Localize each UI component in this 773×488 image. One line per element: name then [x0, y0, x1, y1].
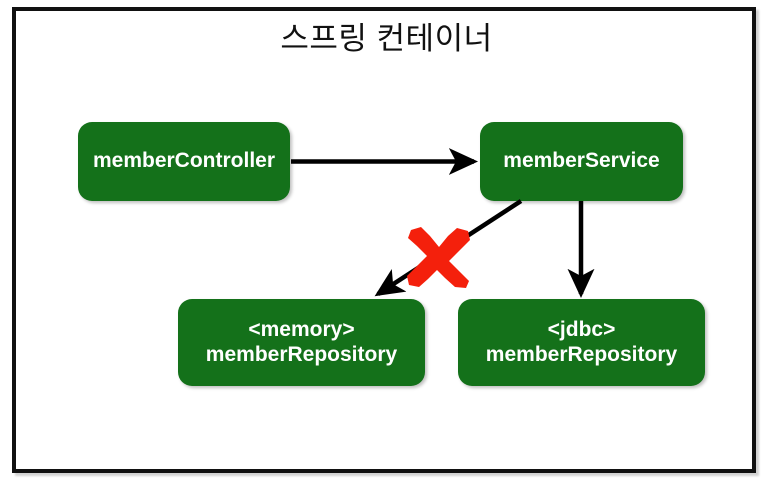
bean-jdbc-member-repository-label: <jdbc> memberRepository	[485, 317, 678, 366]
bean-memory-member-repository[interactable]: <memory> memberRepository	[178, 299, 425, 386]
bean-member-controller-label: memberController	[92, 149, 276, 173]
page-title: 스프링 컨테이너	[280, 21, 493, 56]
bean-member-service[interactable]: memberService	[480, 122, 683, 201]
bean-member-controller[interactable]: memberController	[78, 122, 290, 201]
bean-member-service-label: memberService	[503, 149, 660, 173]
bean-memory-member-repository-label: <memory> memberRepository	[205, 317, 398, 366]
spring-container-frame	[12, 7, 756, 473]
bean-jdbc-member-repository[interactable]: <jdbc> memberRepository	[458, 299, 705, 386]
